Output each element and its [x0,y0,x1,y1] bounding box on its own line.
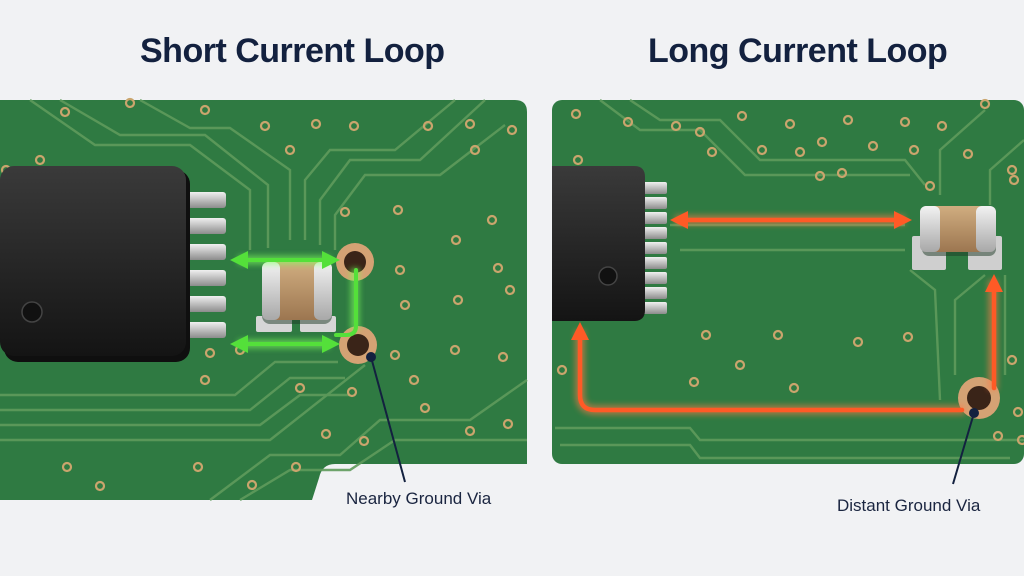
green-arrow-right-top [322,251,340,269]
nearby-via-leader [366,352,406,483]
left-ic-chip [0,166,226,362]
right-small-vias [556,98,1024,446]
left-capacitor [256,262,336,332]
right-ic-chip [552,166,667,321]
left-top-via [336,243,374,281]
short-current-loop [230,251,360,353]
short-loop-title: Short Current Loop [140,32,445,70]
distant-ground-via-label: Distant Ground Via [837,496,981,515]
left-traces [0,98,528,502]
long-loop-panel [552,98,1024,485]
green-arrow-right-bottom [322,335,340,353]
orange-arrow-up-right [985,274,1003,292]
orange-arrow-right [894,211,912,229]
right-capacitor [912,206,1002,270]
nearby-ground-via-label: Nearby Ground Via [346,489,492,508]
orange-arrow-left [670,211,688,229]
green-arrow-left-top [230,251,248,269]
long-current-loop [571,211,1003,415]
right-pcb-board [552,100,1024,464]
green-arrow-left-bottom [230,335,248,353]
long-loop-title: Long Current Loop [648,32,948,70]
short-loop-panel [0,97,528,502]
distant-via-leader [952,408,979,485]
orange-arrow-up-left [571,322,589,340]
